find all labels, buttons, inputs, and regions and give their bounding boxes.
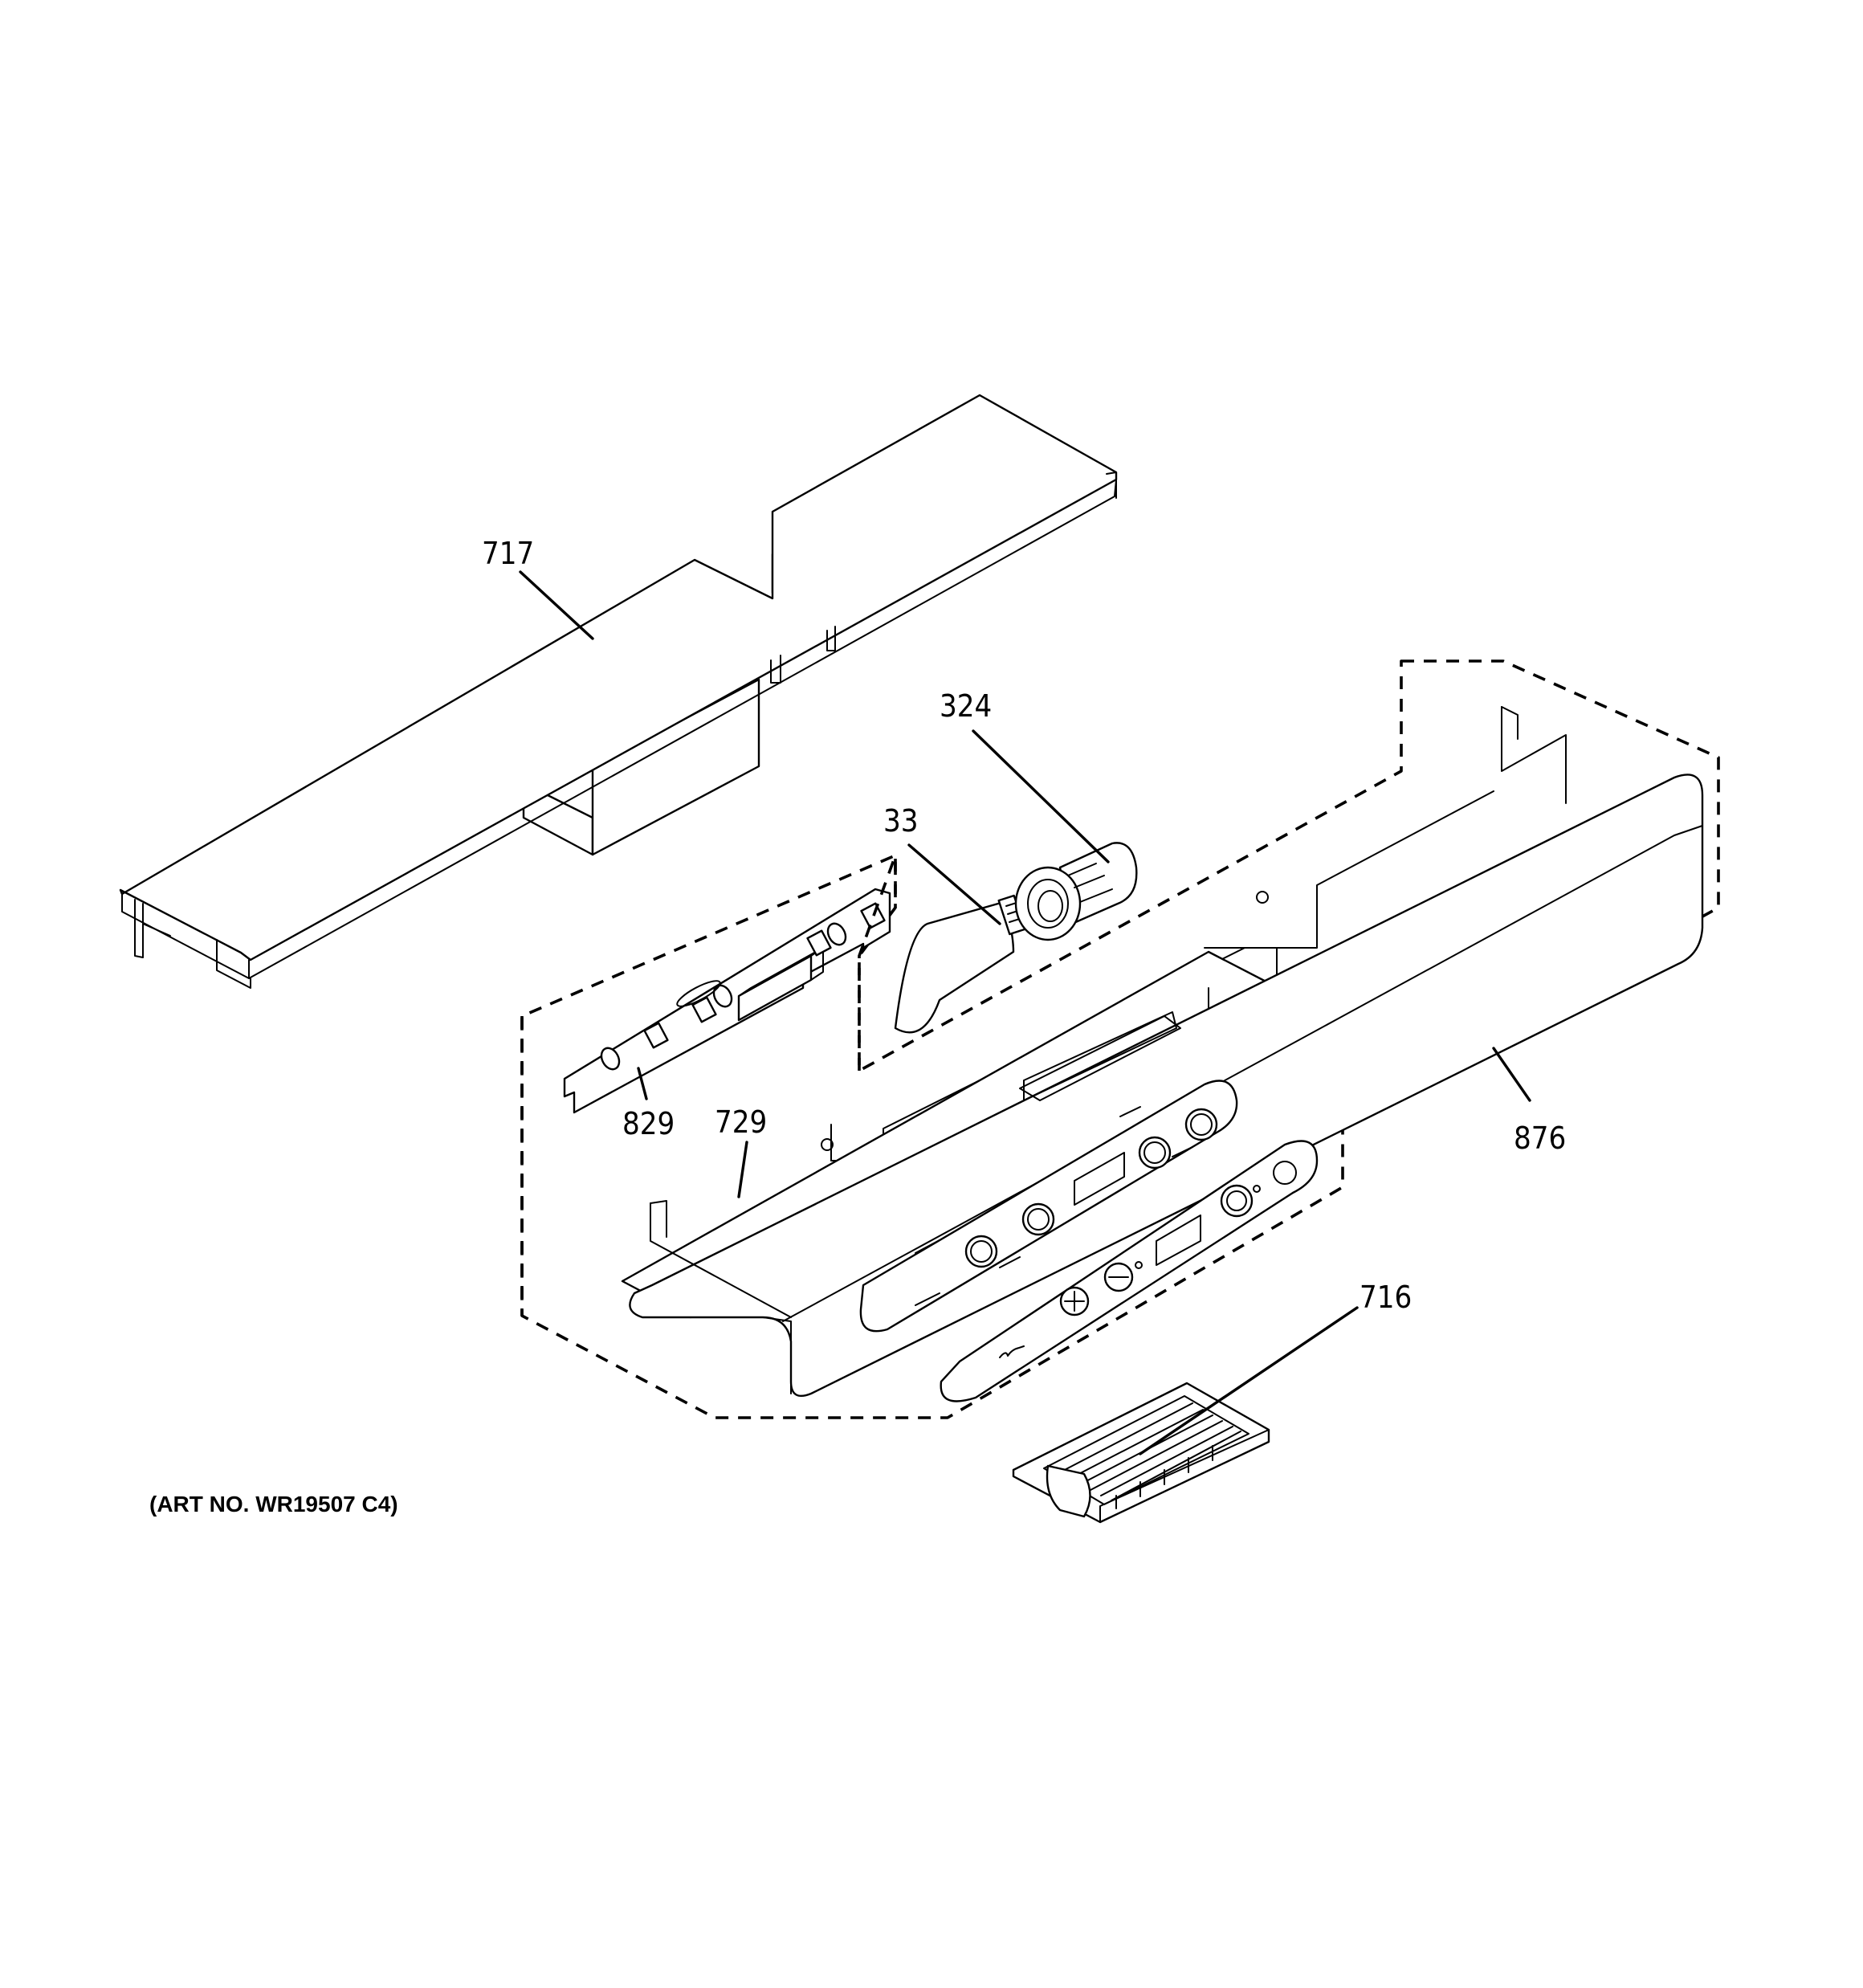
art-number: (ART NO. WR19507 C4) xyxy=(149,1492,398,1517)
leader-876 xyxy=(1492,1047,1531,1102)
part-324-lamp-socket[interactable] xyxy=(1014,842,1138,941)
part-717-top-cover[interactable] xyxy=(119,394,1118,989)
leader-717 xyxy=(519,570,594,640)
callout-717: 717 xyxy=(482,536,534,571)
assembly-829-boundary xyxy=(858,854,897,1071)
part-829-circuit-board[interactable] xyxy=(563,888,891,1114)
leader-33 xyxy=(907,843,1001,925)
part-729-control-housing[interactable] xyxy=(621,706,1704,1402)
part-33-bulb[interactable] xyxy=(894,894,1026,1034)
callout-829: 829 xyxy=(622,1106,675,1141)
leader-324 xyxy=(972,729,1110,863)
callout-876: 876 xyxy=(1514,1121,1566,1156)
leader-829 xyxy=(637,1067,648,1100)
callout-33: 33 xyxy=(883,803,919,839)
callout-324: 324 xyxy=(940,688,992,724)
callout-716: 716 xyxy=(1360,1280,1412,1315)
callout-729: 729 xyxy=(715,1104,767,1140)
leader-729 xyxy=(737,1141,748,1198)
leader-716 xyxy=(1139,1306,1359,1455)
